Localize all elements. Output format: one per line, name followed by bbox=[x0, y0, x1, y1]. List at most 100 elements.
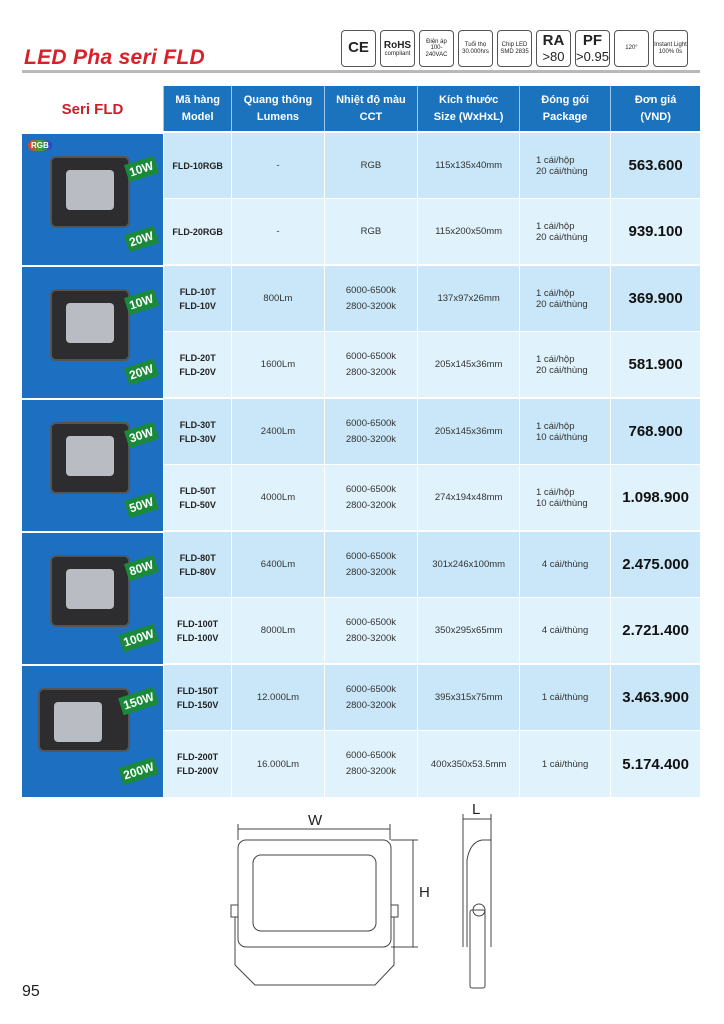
cell-package: 4 cái/thùng bbox=[518, 597, 611, 664]
lamp-lens bbox=[66, 569, 114, 609]
cell-size: 205x145x36mm bbox=[417, 397, 520, 465]
lamp-lens bbox=[66, 303, 114, 343]
wattage-badge: 20W bbox=[124, 358, 160, 386]
cell-size: 274x194x48mm bbox=[417, 464, 520, 531]
badge-top-text: RoHS bbox=[383, 39, 412, 51]
cell-package: 4 cái/thùng bbox=[518, 530, 611, 598]
cell-lumens: 16.000Lm bbox=[231, 730, 325, 797]
lamp-lens bbox=[66, 170, 114, 210]
cell-lumens: - bbox=[231, 131, 325, 199]
badge-bottom-text: 100% 0s bbox=[658, 48, 683, 55]
badge-bottom-text: SMD 2835 bbox=[500, 48, 529, 55]
cell-cct: 6000-6500k 2800-3200k bbox=[323, 730, 418, 797]
cell-model: FLD-10T FLD-10V bbox=[162, 264, 232, 332]
cell-price: 2.475.000 bbox=[610, 530, 700, 598]
cell-price: 563.600 bbox=[610, 131, 700, 199]
badge-top-text: Chip LED bbox=[501, 41, 528, 48]
cell-size: 115x135x40mm bbox=[417, 131, 520, 199]
cell-package: 1 cái/hộp 20 cái/thùng bbox=[518, 331, 611, 398]
badge-top-text: Điện áp bbox=[426, 38, 447, 45]
column-header: Quang thông Lumens bbox=[231, 86, 325, 132]
cell-package: 1 cái/thùng bbox=[518, 730, 611, 797]
floodlight-image bbox=[38, 688, 130, 752]
cell-lumens: 2400Lm bbox=[231, 397, 325, 465]
badge-top-text: Instant Light bbox=[654, 41, 687, 48]
cell-cct: RGB bbox=[323, 198, 418, 265]
cell-cct: 6000-6500k 2800-3200k bbox=[323, 331, 418, 398]
pf-icon: PF>0.95 bbox=[575, 30, 610, 67]
title-divider bbox=[22, 70, 700, 73]
cell-price: 939.100 bbox=[610, 198, 700, 265]
lamp-lens bbox=[66, 436, 114, 476]
cell-package: 1 cái/hộp 20 cái/thùng bbox=[518, 198, 611, 265]
cell-cct: 6000-6500k 2800-3200k bbox=[323, 530, 418, 598]
badge-top-text: Tuổi thọ bbox=[464, 41, 487, 48]
cell-cct: 6000-6500k 2800-3200k bbox=[323, 397, 418, 465]
cell-size: 395x315x75mm bbox=[417, 663, 520, 731]
badge-bottom-text: 120° bbox=[625, 45, 638, 52]
cell-size: 400x350x53.5mm bbox=[417, 730, 520, 797]
cell-size: 350x295x65mm bbox=[417, 597, 520, 664]
cell-price: 581.900 bbox=[610, 331, 700, 398]
cell-size: 301x246x100mm bbox=[417, 530, 520, 598]
badge-top-text: PF bbox=[582, 32, 603, 50]
cell-price: 2.721.400 bbox=[610, 597, 700, 664]
width-label: W bbox=[308, 812, 323, 829]
cell-model: FLD-30T FLD-30V bbox=[162, 397, 232, 465]
cell-lumens: 12.000Lm bbox=[231, 663, 325, 731]
cell-price: 369.900 bbox=[610, 264, 700, 332]
badge-bottom-text: 30.000hrs bbox=[462, 48, 489, 55]
cell-size: 137x97x26mm bbox=[417, 264, 520, 332]
cell-model: FLD-150T FLD-150V bbox=[162, 663, 232, 731]
wattage-badge: 200W bbox=[117, 756, 159, 786]
cell-lumens: 1600Lm bbox=[231, 331, 325, 398]
page-number: 95 bbox=[22, 983, 40, 1000]
ce-mark-icon: CE bbox=[341, 30, 376, 67]
badge-bottom-text: >80 bbox=[542, 48, 565, 64]
cell-package: 1 cái/thùng bbox=[518, 663, 611, 731]
column-header: Đơn giá (VND) bbox=[610, 86, 700, 132]
lamp-lens bbox=[54, 702, 102, 742]
cell-package: 1 cái/hộp 10 cái/thùng bbox=[518, 397, 611, 465]
wattage-badge: 20W bbox=[124, 225, 160, 253]
wattage-badge: 50W bbox=[124, 491, 160, 519]
cell-cct: 6000-6500k 2800-3200k bbox=[323, 464, 418, 531]
badge-top-text: RA bbox=[542, 32, 565, 50]
cell-price: 3.463.900 bbox=[610, 663, 700, 731]
cell-model: FLD-20T FLD-20V bbox=[162, 331, 232, 398]
cell-model: FLD-10RGB bbox=[162, 131, 232, 199]
cell-cct: 6000-6500k 2800-3200k bbox=[323, 264, 418, 332]
column-header: Đóng gói Package bbox=[518, 86, 611, 132]
cell-size: 115x200x50mm bbox=[417, 198, 520, 265]
cell-lumens: 4000Lm bbox=[231, 464, 325, 531]
floodlight-image bbox=[50, 555, 130, 627]
cell-price: 768.900 bbox=[610, 397, 700, 465]
badge-bottom-text: compliant bbox=[384, 50, 411, 57]
floodlight-image bbox=[50, 422, 130, 494]
rgb-label: RGB bbox=[28, 140, 52, 151]
column-header: Nhiệt độ màu CCT bbox=[323, 86, 418, 132]
cell-cct: RGB bbox=[323, 131, 418, 199]
ra-icon: RA>80 bbox=[536, 30, 571, 67]
height-label: H bbox=[419, 884, 430, 901]
cell-model: FLD-80T FLD-80V bbox=[162, 530, 232, 598]
